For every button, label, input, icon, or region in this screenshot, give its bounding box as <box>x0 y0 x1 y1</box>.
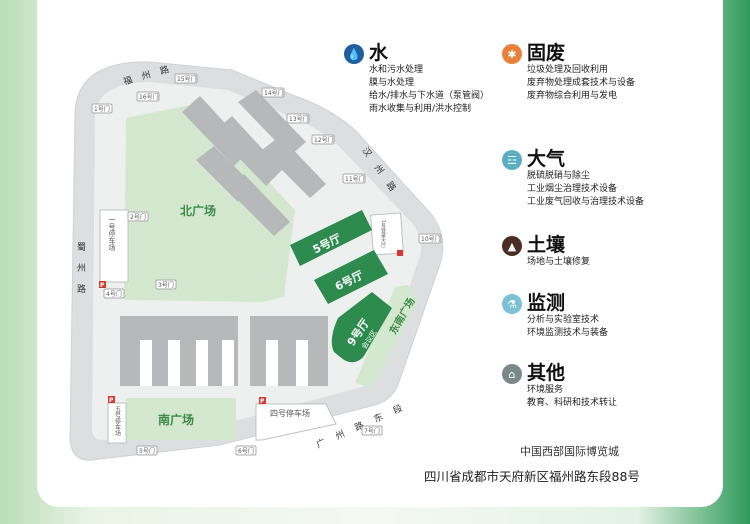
category-items: 场地与土壤修复 <box>527 257 591 267</box>
parking-4-label: 四号停车场 <box>270 408 310 418</box>
svg-text:P: P <box>109 397 114 404</box>
other-house-icon: ⌂ <box>502 364 522 384</box>
svg-text:P: P <box>260 398 265 405</box>
air-factory-icon: ☲ <box>502 150 522 170</box>
south-plaza-label: 南广场 <box>158 412 194 427</box>
gate-markers: 1号门 2号门 3号门 4号门 5号门 6号门 7号门 10号门 11号门 12… <box>91 73 442 456</box>
parking-icon-reg <box>397 250 403 256</box>
gate-4: 4号门 <box>106 290 122 298</box>
parking-icon-5 <box>108 396 115 403</box>
gate-7: 7号门 <box>364 427 380 435</box>
svg-text:P: P <box>100 282 105 289</box>
category-items: 垃圾处理及回收利用 废弃物处理成套技术与设备 废弃物综合利用与发电 <box>527 65 636 101</box>
water-drop-icon: 💧 <box>344 44 364 64</box>
gate-11: 11号门 <box>345 175 365 183</box>
parking-icon-4 <box>259 397 266 404</box>
parking-4 <box>255 403 337 441</box>
south-hall-gaps <box>140 340 308 386</box>
category-items: 水和污水处理 膜与水处理 给水/排水与下水道（泵管阀） 雨水收集与利用/洪水控制 <box>369 65 490 114</box>
road-shuzhou-label: 蜀州路 <box>75 242 86 305</box>
hall-9[interactable]: 9号厅 会议区 <box>331 292 392 363</box>
gate-13: 13号门 <box>289 115 309 123</box>
category-items: 分析与实验室技术 环境监测技术与装备 <box>527 315 609 338</box>
parking-icon-1 <box>99 281 106 288</box>
category-title: 土壤 <box>527 234 566 256</box>
southeast-plaza <box>355 285 418 388</box>
category-title: 固废 <box>527 42 566 64</box>
north-plaza-label: 北广场 <box>180 203 216 218</box>
gate-1: 1号门 <box>94 105 110 113</box>
gate-3: 3号门 <box>158 281 174 289</box>
registration-hall-label: 1号登录大厅 <box>380 220 386 249</box>
solid-waste-icon: ✱ <box>502 44 522 64</box>
gate-16: 16号门 <box>139 93 159 101</box>
gate-10: 10号门 <box>421 235 441 243</box>
gate-6: 6号门 <box>238 447 254 455</box>
parking-5 <box>107 402 127 444</box>
gate-15: 15号门 <box>177 75 197 83</box>
category-items: 环境服务 教育、科研和技术转让 <box>527 385 618 408</box>
registration-hall <box>370 212 404 256</box>
monitoring-flask-icon: ⚗ <box>502 294 522 314</box>
gate-5: 5号门 <box>139 447 155 455</box>
north-plaza <box>124 104 295 302</box>
parking-5-label: 五号停车场 <box>114 406 121 437</box>
gate-14: 14号门 <box>264 89 284 97</box>
north-hall-blocks <box>182 90 326 236</box>
gate-2: 2号门 <box>130 213 146 221</box>
venue-address: 四川省成都市天府新区福州路东段88号 <box>424 469 640 484</box>
category-title: 水 <box>369 42 389 64</box>
gate-12: 12号门 <box>314 136 334 144</box>
parking-1 <box>99 209 129 283</box>
category-title: 其他 <box>527 362 566 384</box>
category-title: 大气 <box>527 148 566 170</box>
south-plaza <box>126 398 236 440</box>
category-title: 监测 <box>527 292 566 314</box>
venue-name: 中国西部国际博览城 <box>520 445 619 458</box>
category-items: 脱硫脱硝与除尘 工业烟尘治理技术设备 工业废气回收与治理技术设备 <box>527 171 645 207</box>
soil-icon: ▲ <box>502 236 522 256</box>
parking-1-label: 一号停车场 <box>108 216 116 252</box>
